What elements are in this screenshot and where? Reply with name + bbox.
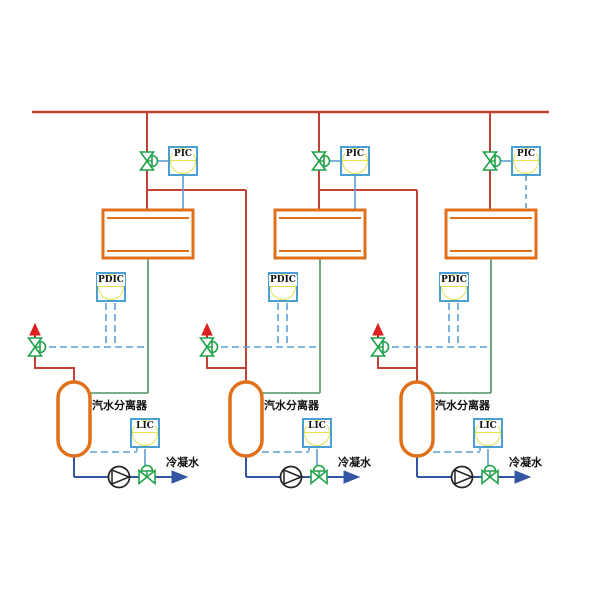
instrument-tag: LIC [135, 421, 155, 432]
level-control-valve-icon [488, 468, 499, 486]
vent-arrow-icon [372, 322, 384, 336]
instrument-chord-line [476, 431, 500, 433]
pressure-control-valve-icon [494, 154, 502, 168]
instrument-circle-icon [513, 148, 539, 174]
instrument-tag: PIC [515, 149, 537, 160]
level-control-valve-icon [317, 468, 328, 486]
pressure-control-valve-icon [138, 159, 156, 171]
separator-label-1: 汽水分离器 [92, 399, 147, 412]
condensate-label-1: 冷凝水 [166, 456, 199, 469]
instrument-tag: PDIC [440, 275, 468, 286]
level-control-valve-icon [140, 464, 154, 472]
instrument-circle-icon [132, 420, 158, 446]
vent-arrow-icon [29, 322, 41, 336]
vent-valve-icon [211, 340, 219, 354]
instrument-circle-icon [304, 420, 330, 446]
vent-valve-icon [26, 337, 44, 349]
instrument-tag: PDIC [269, 275, 297, 286]
instrument-tag: PDIC [97, 275, 125, 286]
vent-valve-icon [369, 345, 387, 357]
separator-label-3: 汽水分离器 [435, 399, 490, 412]
pressure-control-valve-icon [310, 159, 328, 171]
level-control-valve-icon [145, 468, 156, 486]
pic-controller-1: PIC [168, 146, 198, 176]
level-control-valve-icon [481, 468, 492, 486]
lic-controller-1: LIC [130, 418, 160, 448]
instrument-chord-line [343, 159, 367, 161]
vent-arrow-icon [201, 322, 213, 336]
vent-valve-icon [198, 345, 216, 357]
vent-valve-icon [26, 345, 44, 357]
pdic-controller-1: PDIC [96, 272, 126, 302]
condensate-label-2: 冷凝水 [338, 456, 371, 469]
vent-valve-icon [369, 337, 387, 349]
pressure-control-valve-icon [481, 151, 499, 163]
instrument-tag: LIC [307, 421, 327, 432]
vent-valve-icon [39, 340, 47, 354]
instrument-tag: PIC [172, 149, 194, 160]
instrument-circle-icon [441, 274, 467, 300]
instrument-chord-line [99, 285, 123, 287]
pump-impeller-icon [111, 468, 131, 486]
pic-controller-3: PIC [511, 146, 541, 176]
separator-label-2: 汽水分离器 [264, 399, 319, 412]
lic-controller-3: LIC [473, 418, 503, 448]
pump-impeller-icon [454, 468, 474, 486]
pressure-control-valve-icon [151, 154, 159, 168]
level-control-valve-icon [138, 468, 149, 486]
heat-exchanger-box [101, 208, 195, 260]
instrument-chord-line [514, 159, 538, 161]
vent-valve-icon [382, 340, 390, 354]
flow-arrow-icon [514, 470, 532, 484]
pressure-control-valve-icon [310, 151, 328, 163]
heat-exchanger-box [273, 208, 367, 260]
condensate-label-3: 冷凝水 [509, 456, 542, 469]
level-control-valve-icon [312, 464, 326, 472]
instrument-circle-icon [98, 274, 124, 300]
instrument-chord-line [442, 285, 466, 287]
level-control-valve-icon [310, 468, 321, 486]
flow-arrow-icon [171, 470, 189, 484]
level-control-valve-icon [483, 464, 497, 472]
instrument-chord-line [305, 431, 329, 433]
instrument-circle-icon [170, 148, 196, 174]
vent-valve-icon [198, 337, 216, 349]
instrument-tag: LIC [478, 421, 498, 432]
instrument-circle-icon [475, 420, 501, 446]
instrument-chord-line [271, 285, 295, 287]
instrument-circle-icon [342, 148, 368, 174]
pic-controller-2: PIC [340, 146, 370, 176]
lic-controller-2: LIC [302, 418, 332, 448]
pressure-control-valve-icon [481, 159, 499, 171]
instrument-circle-icon [270, 274, 296, 300]
separator-vessel [399, 380, 435, 458]
pump-impeller-icon [283, 468, 303, 486]
pdic-controller-2: PDIC [268, 272, 298, 302]
instrument-chord-line [171, 159, 195, 161]
separator-vessel [56, 380, 92, 458]
pdic-controller-3: PDIC [439, 272, 469, 302]
instrument-tag: PIC [344, 149, 366, 160]
heat-exchanger-box [444, 208, 538, 260]
instrument-chord-line [133, 431, 157, 433]
pressure-control-valve-icon [323, 154, 331, 168]
separator-vessel [228, 380, 264, 458]
flow-arrow-icon [343, 470, 361, 484]
pressure-control-valve-icon [138, 151, 156, 163]
